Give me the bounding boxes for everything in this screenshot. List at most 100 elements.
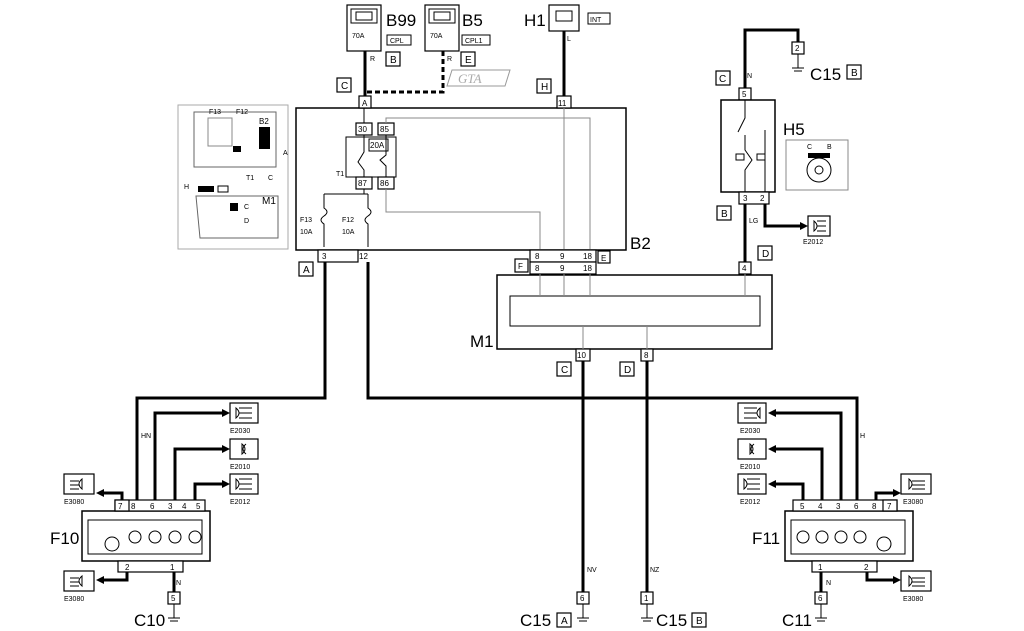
lamp-left-e2010: E2010: [230, 464, 250, 471]
locator-h: H: [184, 184, 189, 191]
b5-fuse-unit: 70A B5 CPL1 E R: [424, 4, 491, 67]
ground-c15-b: NZ 1 C15 B: [640, 567, 707, 630]
h5-switch: 2 C15 B N C 5 H5 3 2 B LG D C B: [715, 28, 862, 262]
b2-pin-9: 9: [560, 252, 565, 261]
b2-fuse-box: C A 11 B2 30 85 87 86 20A T1 F13 10A F12…: [295, 77, 651, 277]
relay-pin-86: 86: [380, 179, 389, 188]
relay-pin-87: 87: [358, 179, 367, 188]
locator-c: C: [268, 175, 273, 182]
f10-headlight: F10 7 8 6 3 4 5 2 1 HN N 5 C10: [50, 409, 230, 630]
m1-pin-10: 10: [577, 351, 586, 360]
h1-conn: H: [541, 82, 548, 93]
locator-d: D: [244, 218, 249, 225]
f11-pin-7: 7: [887, 502, 892, 511]
f10-pin-2: 2: [125, 563, 130, 572]
b5-conn: E: [465, 55, 472, 66]
ground-a-wire: NV: [587, 567, 597, 574]
b2-pin-12: 12: [359, 252, 368, 261]
b2-pin-3: 3: [322, 252, 327, 261]
ground-b-conn: B: [696, 616, 703, 627]
ground-b-pin: 1: [644, 594, 649, 603]
locator-b2: B2: [259, 117, 269, 126]
lamp-left-e2030: E2030: [230, 428, 250, 435]
f10-pin-ground: 5: [171, 594, 176, 603]
f10-pin-1: 1: [170, 563, 175, 572]
lamp-left-e3080-top: E3080: [64, 499, 84, 506]
m1-conn-c: C: [561, 365, 568, 376]
location-inset: F13 F12 B2 A T1 C H M1 C D: [177, 104, 289, 250]
b2-pin-top: A: [362, 99, 368, 108]
lamp-e2010-right: E2010: [737, 438, 767, 471]
lamp-e3080-left-bottom: E3080: [63, 570, 95, 603]
b99-fuse-amp: 70A: [352, 33, 365, 40]
h1-code: INT: [590, 17, 602, 24]
m1-pin-8b: 8: [644, 351, 649, 360]
m1-pin-18: 18: [583, 264, 592, 273]
ground-b-label: C15: [656, 611, 687, 630]
ground-a-conn: A: [561, 616, 568, 627]
lamp-h5-label: E2012: [803, 239, 823, 246]
c15-top-conn: B: [851, 68, 858, 79]
locator-f12: F12: [236, 109, 248, 116]
m1-module: 8 9 18 4 M1 10 8 C D: [470, 261, 773, 377]
h1-switch: H1 INT L H: [524, 4, 611, 94]
b2-pin-18: 18: [583, 252, 592, 261]
c15-top-label: C15: [810, 65, 841, 84]
fuse-f12-amp: 10A: [342, 229, 355, 236]
b5-wire-color: R: [447, 56, 452, 63]
lamp-e3080-left-top: E3080: [63, 473, 95, 506]
f10-pin-7: 7: [118, 502, 123, 511]
b99-label: B99: [386, 11, 416, 30]
b2-conn-a: A: [303, 265, 310, 276]
h5-conn-d: D: [762, 249, 769, 260]
b5-fuse-amp: 70A: [430, 33, 443, 40]
m1-label: M1: [470, 332, 494, 351]
relay-label: T1: [336, 171, 344, 178]
h5-pin-2: 2: [760, 194, 765, 203]
h5-pin-3: 3: [743, 194, 748, 203]
ground-a-pin: 6: [580, 594, 585, 603]
b5-code: CPL1: [465, 38, 483, 45]
fuse-f13-name: F13: [300, 217, 312, 224]
lamp-e2030-right: E2030: [737, 402, 767, 435]
f10-pin-6: 6: [150, 502, 155, 511]
f11-pin-2: 2: [864, 563, 869, 572]
lamp-right-e3080-bottom: E3080: [903, 596, 923, 603]
lamp-e2012-left: E2012: [229, 473, 259, 506]
m1-conn-d: D: [624, 365, 631, 376]
f10-wire-n: N: [176, 580, 181, 587]
f11-pin-3: 3: [836, 502, 841, 511]
h5-wire-lg: LG: [749, 218, 758, 225]
f11-pin-5: 5: [800, 502, 805, 511]
lamp-right-e2030: E2030: [740, 428, 760, 435]
h5-pin-5: 5: [742, 90, 747, 99]
f11-headlight: F11 5 4 3 6 8 7 1 2 H N 6 C11: [752, 409, 914, 630]
h1-wire-color: L: [567, 36, 571, 43]
m1-pin-9: 9: [560, 264, 565, 273]
f11-pin-6: 6: [854, 502, 859, 511]
f11-ground-label: C11: [782, 611, 812, 630]
fuse-f12-name: F12: [342, 217, 354, 224]
f10-label: F10: [50, 529, 79, 548]
h1-label: H1: [524, 11, 546, 30]
locator-m1: M1: [262, 196, 276, 207]
lamp-e3080-right-bottom: E3080: [900, 570, 932, 603]
relay-pin-30: 30: [358, 125, 367, 134]
h5-label: H5: [783, 120, 805, 139]
ground-c15-a: NV 6 C15 A: [520, 567, 597, 630]
b99-code: CPL: [390, 38, 404, 45]
locator-t1: T1: [246, 175, 254, 182]
f10-pin-4: 4: [182, 502, 187, 511]
relay-amp: 20A: [370, 141, 385, 150]
lamp-left-e2012: E2012: [230, 499, 250, 506]
locator-c2: C: [244, 204, 249, 211]
b2-conn-top: C: [341, 81, 348, 92]
h5-view-c: C: [807, 144, 812, 151]
h5-wire-n: N: [747, 73, 752, 80]
fuse-f13-amp: 10A: [300, 229, 313, 236]
gta-badge: GTA: [446, 69, 511, 87]
f11-wire-h: H: [860, 433, 865, 440]
f11-pin-1: 1: [818, 563, 823, 572]
relay-pin-85: 85: [380, 125, 389, 134]
